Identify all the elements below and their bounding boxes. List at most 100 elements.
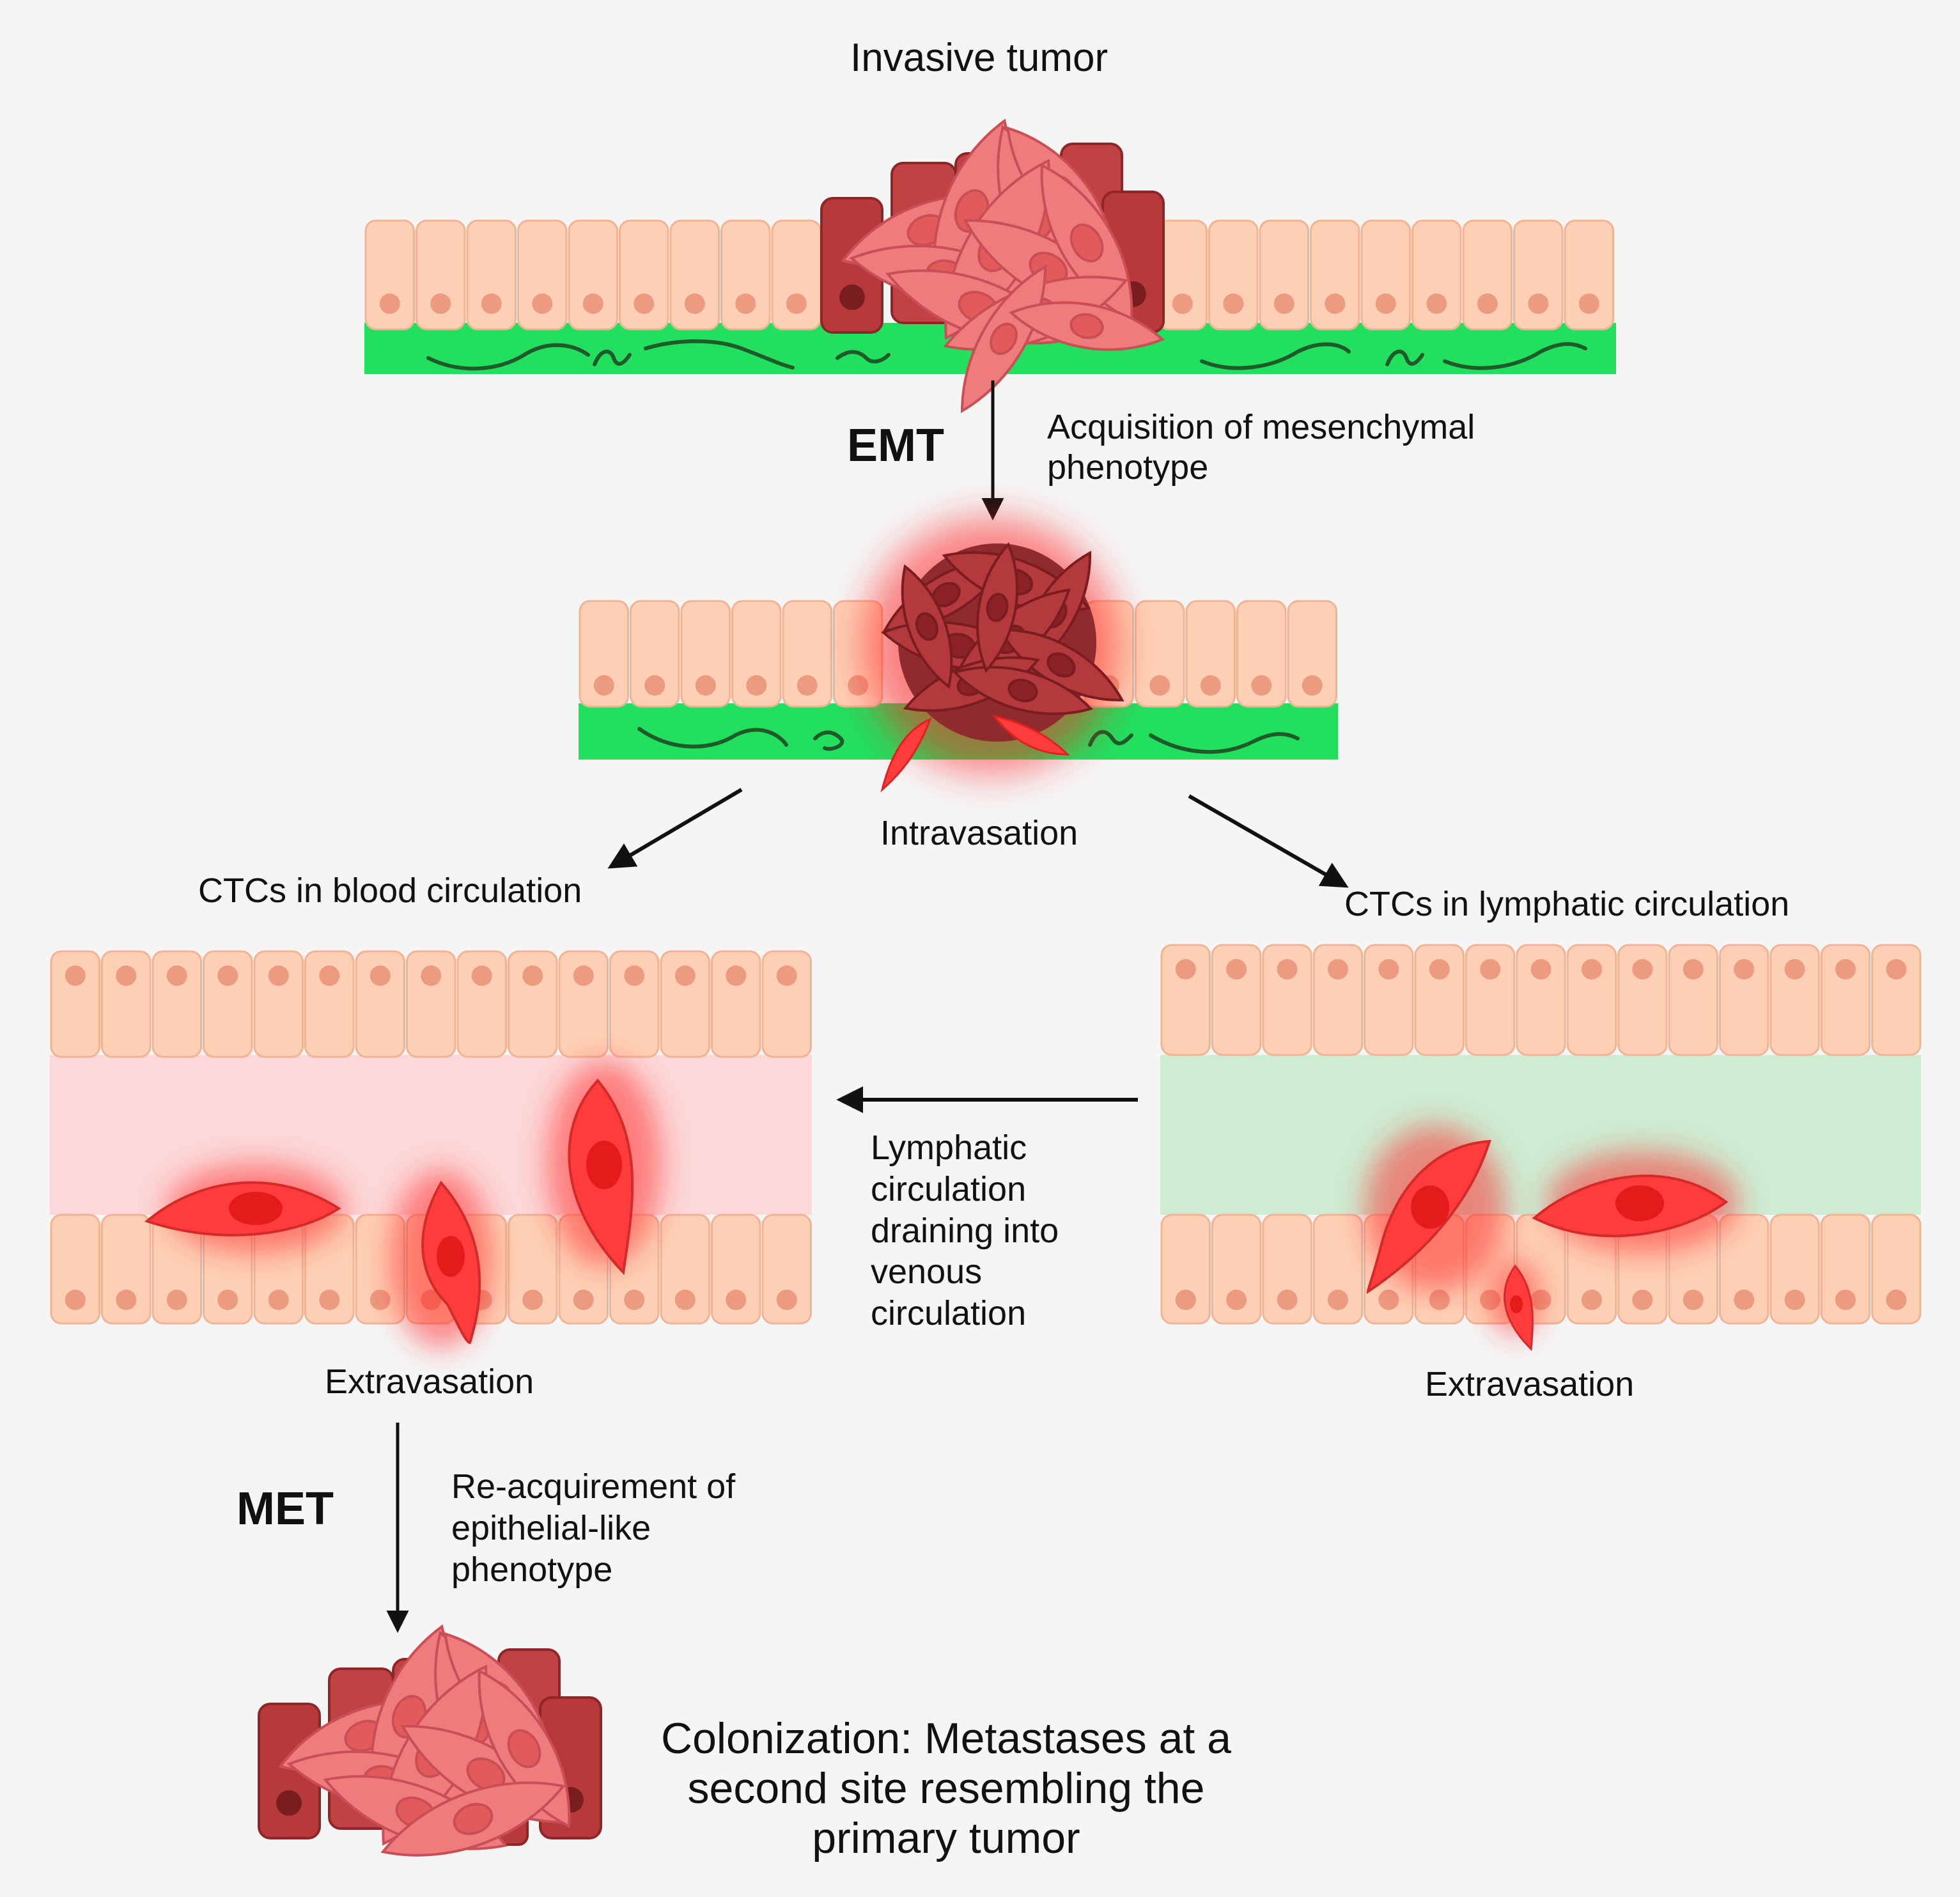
epithelial-cell <box>1135 600 1185 708</box>
cell-nucleus <box>1734 1290 1755 1310</box>
cell-nucleus <box>848 675 869 696</box>
cell-nucleus <box>634 293 655 314</box>
tumor-cell <box>976 542 1018 673</box>
epithelial-cell <box>406 950 456 1058</box>
epithelial-cell <box>568 219 618 331</box>
cell-nucleus <box>319 1290 340 1310</box>
epithelial-cell <box>1310 219 1360 331</box>
tumor-cell <box>953 666 1093 715</box>
cell-nucleus <box>369 965 391 986</box>
epithelial-cell <box>1160 1214 1211 1325</box>
cell-nucleus <box>644 675 665 696</box>
cell-nucleus <box>674 1290 696 1310</box>
cell-nucleus <box>695 675 716 696</box>
epithelial-cell <box>1462 219 1513 331</box>
epithelial-cells-top <box>364 219 1614 331</box>
epithelial-cell <box>101 950 152 1058</box>
epithelial-cell <box>1287 600 1337 708</box>
epithelial-cell <box>1185 600 1236 708</box>
cell-nucleus <box>1273 293 1295 314</box>
fibers-top <box>426 339 1587 371</box>
invasive-tumor-cluster <box>820 118 1165 414</box>
tumor-cell <box>901 564 953 689</box>
cell-nucleus <box>1375 293 1396 314</box>
epithelial-cell <box>1617 944 1668 1056</box>
label-met: MET <box>237 1483 334 1534</box>
epithelial-cell <box>669 219 720 331</box>
cell-nucleus <box>1200 675 1221 696</box>
cell-nucleus <box>1734 959 1755 980</box>
cell-nucleus <box>582 293 603 314</box>
cell-nucleus <box>1378 1290 1399 1310</box>
tumor-cell <box>960 264 1047 414</box>
epithelial-cell <box>1211 944 1262 1056</box>
cell-nucleus <box>593 675 614 696</box>
label-ctcs-blood: CTCs in blood circulation <box>198 871 582 910</box>
cell-nucleus <box>1172 293 1193 314</box>
cell-nucleus <box>1581 959 1602 980</box>
cell-nucleus <box>1886 959 1907 980</box>
cell-nucleus <box>1477 293 1498 314</box>
label-ctcs-lymph: CTCs in lymphatic circulation <box>1344 885 1790 923</box>
epithelial-cell <box>1465 944 1516 1056</box>
cell-nucleus <box>319 965 340 986</box>
epithelial-cell <box>1513 219 1564 331</box>
epithelial-cell <box>1871 1214 1922 1325</box>
cell-nucleus <box>1226 959 1247 980</box>
cell-nucleus <box>624 965 645 986</box>
cell-nucleus <box>1302 675 1323 696</box>
cell-nucleus <box>116 965 137 986</box>
cell-nucleus <box>573 1290 594 1310</box>
epithelial-cell <box>1668 944 1718 1056</box>
epithelial-cell <box>1769 1214 1820 1325</box>
epithelial-cell <box>1871 944 1922 1056</box>
cell-nucleus <box>1378 959 1399 980</box>
epithelial-cell <box>1566 944 1617 1056</box>
blood-vessel <box>50 950 812 1349</box>
cell-nucleus <box>522 965 543 986</box>
label-invasive-tumor: Invasive tumor <box>850 36 1108 80</box>
cell-nucleus <box>1632 959 1653 980</box>
epithelial-cell <box>1414 944 1465 1056</box>
cell-nucleus <box>369 1290 391 1310</box>
cell-nucleus <box>217 1290 238 1310</box>
epithelial-cell <box>660 1214 710 1325</box>
epithelial-cell <box>1820 944 1871 1056</box>
cell-nucleus <box>1175 959 1196 980</box>
cell-nucleus <box>532 293 553 314</box>
epithelial-cell <box>579 600 629 708</box>
epithelial-cell <box>630 600 680 708</box>
epithelial-cell <box>761 950 812 1058</box>
cell-nucleus <box>1251 675 1272 696</box>
epithelial-cell <box>508 1214 558 1325</box>
epithelial-cell <box>355 950 405 1058</box>
epithelial-cell <box>609 950 660 1058</box>
epithelial-cell <box>1820 1214 1871 1325</box>
cell-nucleus <box>1530 959 1552 980</box>
epithelial-cell <box>720 219 771 331</box>
cell-nucleus <box>1528 293 1549 314</box>
epithelial-cell <box>1312 1214 1364 1325</box>
epithelial-cell <box>1718 944 1769 1056</box>
cell-nucleus <box>65 965 86 986</box>
cell-nucleus <box>624 1290 645 1310</box>
epithelial-cell <box>508 950 558 1058</box>
cell-nucleus <box>1683 1290 1704 1310</box>
cell-nucleus <box>1277 1290 1298 1310</box>
epithelial-cell <box>416 219 466 331</box>
epithelial-cell <box>711 1214 761 1325</box>
epithelial-cell <box>711 950 761 1058</box>
epithelial-cell <box>50 1214 100 1325</box>
cell-nucleus <box>746 675 767 696</box>
cell-nucleus <box>797 675 818 696</box>
epithelial-cell <box>1718 1214 1769 1325</box>
epithelial-cell <box>50 950 100 1058</box>
cell-nucleus <box>1175 1290 1196 1310</box>
cell-nucleus <box>1429 1290 1450 1310</box>
cell-nucleus <box>116 1290 137 1310</box>
cell-nucleus <box>166 1290 187 1310</box>
epithelial-cell <box>761 1214 812 1325</box>
epithelial-cell <box>1259 219 1309 331</box>
epithelial-cell <box>1564 219 1614 331</box>
